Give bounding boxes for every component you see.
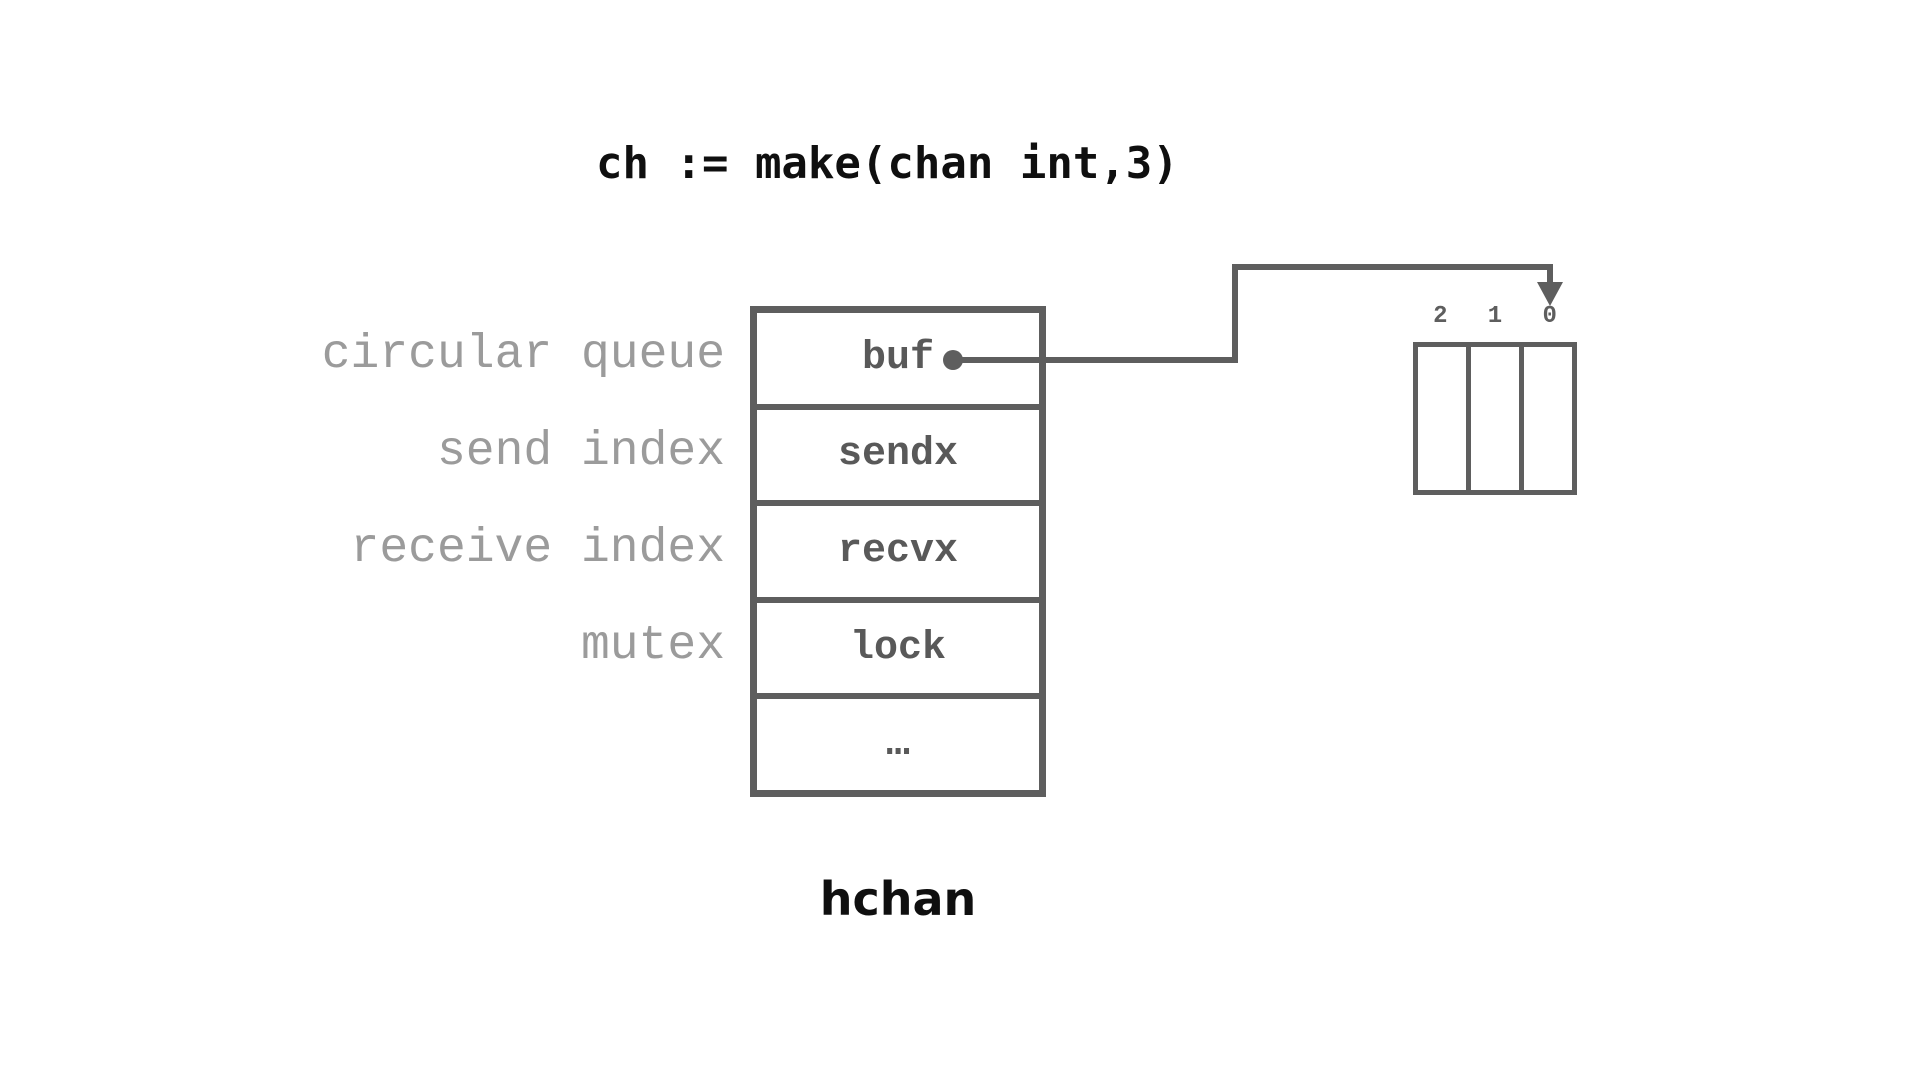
buffer-slot-2 bbox=[1418, 347, 1466, 490]
annotation-mutex: mutex bbox=[580, 618, 725, 673]
annotation-send-index: send index bbox=[436, 424, 725, 479]
hchan-struct-box: buf sendx recvx lock … bbox=[750, 306, 1046, 797]
annotation-circular-queue: circular queue bbox=[321, 327, 725, 382]
struct-field-lock: lock bbox=[757, 596, 1039, 694]
circular-buffer-array bbox=[1413, 342, 1577, 495]
buffer-index-2: 2 bbox=[1433, 303, 1448, 330]
struct-field-recvx: recvx bbox=[757, 500, 1039, 597]
annotation-receive-index: receive index bbox=[350, 521, 725, 576]
buffer-slot-1 bbox=[1466, 347, 1519, 490]
struct-field-sendx: sendx bbox=[757, 403, 1039, 501]
buffer-slot-0 bbox=[1519, 347, 1572, 490]
struct-field-buf: buf bbox=[861, 335, 934, 381]
hchan-caption: hchan bbox=[819, 872, 977, 926]
buffer-index-labels: 2 1 0 bbox=[1413, 303, 1577, 330]
buffer-index-1: 1 bbox=[1487, 303, 1503, 330]
struct-field-ellipsis: … bbox=[757, 693, 1039, 790]
code-title: ch := make(chan int,3) bbox=[596, 138, 1179, 189]
buffer-index-0: 0 bbox=[1542, 303, 1557, 330]
